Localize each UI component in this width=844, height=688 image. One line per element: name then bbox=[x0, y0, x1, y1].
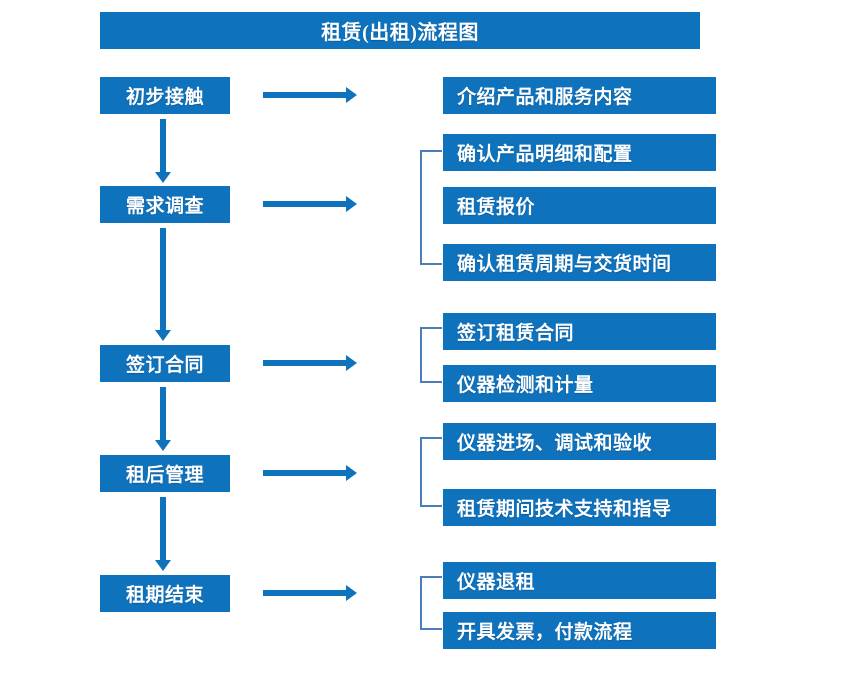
detail-label: 租赁报价 bbox=[457, 197, 536, 218]
stage-label: 需求调查 bbox=[125, 196, 204, 217]
horizontal-arrow-icon-3 bbox=[263, 355, 357, 371]
vertical-arrow-icon-4 bbox=[155, 497, 171, 571]
detail-box-仪器检测和计量[interactable]: 仪器检测和计量 bbox=[443, 365, 716, 402]
detail-label: 确认租赁周期与交货时间 bbox=[457, 254, 672, 275]
detail-label: 签订租赁合同 bbox=[457, 323, 575, 344]
bracket-connector-需求调查 bbox=[420, 150, 442, 265]
detail-box-介绍产品和服务内容[interactable]: 介绍产品和服务内容 bbox=[443, 77, 716, 114]
detail-box-仪器退租[interactable]: 仪器退租 bbox=[443, 562, 716, 599]
horizontal-arrow-icon-1 bbox=[263, 87, 357, 103]
detail-box-确认租赁周期与交货时间[interactable]: 确认租赁周期与交货时间 bbox=[443, 244, 716, 281]
detail-box-签订租赁合同[interactable]: 签订租赁合同 bbox=[443, 313, 716, 350]
bracket-connector-租后管理 bbox=[420, 437, 442, 507]
stage-box-需求调查[interactable]: 需求调查 bbox=[100, 186, 230, 223]
stage-box-初步接触[interactable]: 初步接触 bbox=[100, 77, 230, 114]
bracket-connector-租期结束 bbox=[420, 576, 442, 630]
vertical-arrow-icon-2 bbox=[155, 228, 171, 341]
horizontal-arrow-icon-4 bbox=[263, 465, 357, 481]
stage-label: 初步接触 bbox=[125, 87, 204, 108]
detail-label: 仪器检测和计量 bbox=[457, 375, 594, 396]
detail-label: 开具发票，付款流程 bbox=[457, 622, 633, 643]
detail-label: 确认产品明细和配置 bbox=[457, 144, 633, 165]
detail-box-确认产品明细和配置[interactable]: 确认产品明细和配置 bbox=[443, 134, 716, 171]
vertical-arrow-icon-3 bbox=[155, 387, 171, 451]
detail-label: 介绍产品和服务内容 bbox=[457, 87, 633, 108]
detail-box-租赁期间技术支持和指导[interactable]: 租赁期间技术支持和指导 bbox=[443, 489, 716, 526]
bracket-connector-签订合同 bbox=[420, 327, 442, 383]
stage-label: 签订合同 bbox=[125, 355, 204, 376]
stage-box-签订合同[interactable]: 签订合同 bbox=[100, 345, 230, 382]
detail-label: 仪器进场、调试和验收 bbox=[457, 433, 653, 454]
detail-box-租赁报价[interactable]: 租赁报价 bbox=[443, 187, 716, 224]
stage-box-租后管理[interactable]: 租后管理 bbox=[100, 455, 230, 492]
page-title: 租赁(出租)流程图 bbox=[321, 22, 479, 44]
stage-box-租期结束[interactable]: 租期结束 bbox=[100, 575, 230, 612]
detail-box-仪器进场调试和验收[interactable]: 仪器进场、调试和验收 bbox=[443, 423, 716, 460]
stage-label: 租后管理 bbox=[125, 465, 204, 486]
vertical-arrow-icon-1 bbox=[155, 119, 171, 183]
detail-label: 租赁期间技术支持和指导 bbox=[457, 499, 672, 520]
horizontal-arrow-icon-2 bbox=[263, 196, 357, 212]
stage-label: 租期结束 bbox=[125, 585, 204, 606]
horizontal-arrow-icon-5 bbox=[263, 585, 357, 601]
detail-label: 仪器退租 bbox=[457, 572, 536, 593]
flowchart-title-bar: 租赁(出租)流程图 bbox=[100, 12, 700, 49]
detail-box-开具发票付款流程[interactable]: 开具发票，付款流程 bbox=[443, 612, 716, 649]
